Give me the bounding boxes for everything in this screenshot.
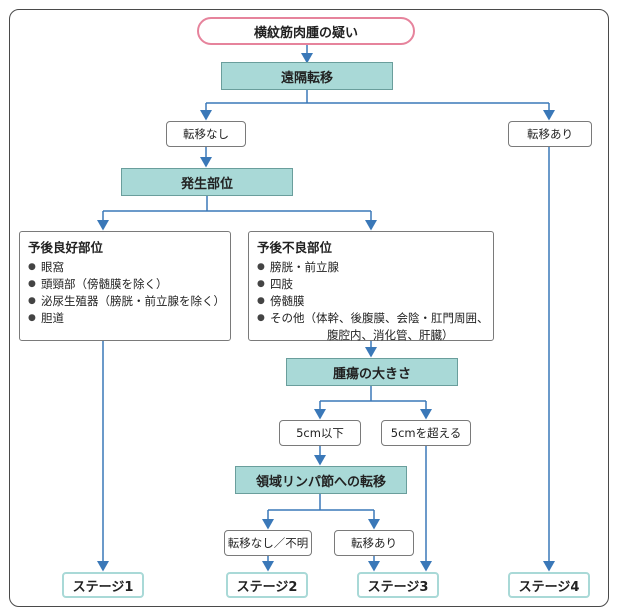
- ln-no-box: 転移なし／不明: [224, 530, 312, 556]
- ln-yes-box: 転移あり: [334, 530, 414, 556]
- favorable-item: 泌尿生殖器（膀胱・前立腺を除く）: [28, 293, 225, 310]
- favorable-item: 胆道: [28, 310, 222, 327]
- tumor-size-box: 腫瘍の大きさ: [286, 358, 458, 386]
- stage4-box: ステージ4: [508, 572, 590, 598]
- unfavorable-title: 予後不良部位: [257, 240, 333, 255]
- favorable-item: 眼窩: [28, 259, 222, 276]
- size-large-box: 5cmを超える: [381, 420, 471, 446]
- title-box: 横紋筋肉腫の疑い: [197, 17, 415, 45]
- stage3-box: ステージ3: [357, 572, 439, 598]
- unfavorable-site-panel: 予後不良部位 膀胱・前立腺 四肢 傍髄膜 その他（体幹、後腹膜、会陰・肛門周囲、…: [248, 231, 494, 344]
- unfavorable-item-continuation: 腹腔内、消化管、肝臓）: [327, 328, 454, 342]
- unfavorable-item: 膀胱・前立腺: [257, 259, 485, 276]
- favorable-item: 頭頸部（傍髄膜を除く）: [28, 276, 222, 293]
- unfavorable-item: 傍髄膜: [257, 293, 485, 310]
- lymph-node-box: 領域リンパ節への転移: [235, 466, 407, 494]
- stage1-box: ステージ1: [62, 572, 144, 598]
- favorable-list: 眼窩 頭頸部（傍髄膜を除く） 泌尿生殖器（膀胱・前立腺を除く） 胆道: [28, 259, 225, 327]
- favorable-title: 予後良好部位: [28, 240, 104, 255]
- distant-metastasis-box: 遠隔転移: [221, 62, 393, 90]
- unfavorable-list: 膀胱・前立腺 四肢 傍髄膜 その他（体幹、後腹膜、会陰・肛門周囲、 腹腔内、消化…: [257, 259, 489, 344]
- stage2-box: ステージ2: [226, 572, 308, 598]
- unfavorable-item: 四肢: [257, 276, 485, 293]
- diagram-frame: [9, 9, 609, 607]
- metastasis-yes-box: 転移あり: [508, 121, 592, 147]
- favorable-site-panel: 予後良好部位 眼窩 頭頸部（傍髄膜を除く） 泌尿生殖器（膀胱・前立腺を除く） 胆…: [19, 231, 231, 341]
- primary-site-box: 発生部位: [121, 168, 293, 196]
- no-metastasis-box: 転移なし: [166, 121, 246, 147]
- unfavorable-item: その他（体幹、後腹膜、会陰・肛門周囲、: [257, 310, 489, 327]
- size-small-box: 5cm以下: [279, 420, 361, 446]
